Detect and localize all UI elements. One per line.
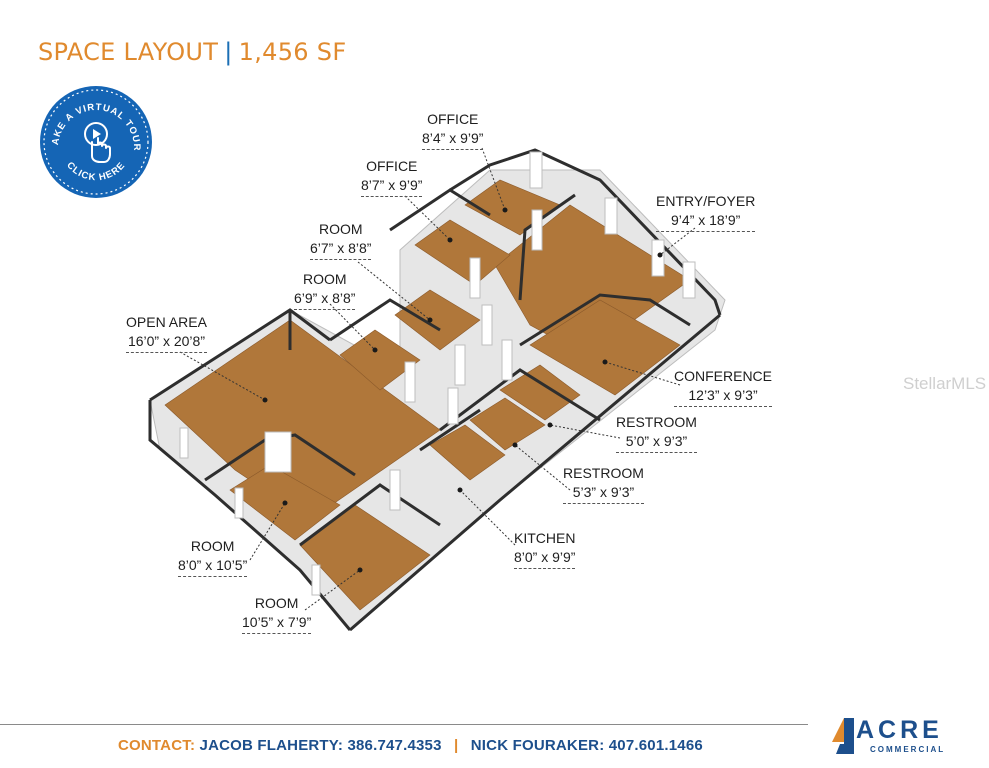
- virtual-tour-badge-graphic: TAKE A VIRTUAL TOUR CLICK HERE: [40, 86, 149, 195]
- label-conference-name: CONFERENCE: [674, 368, 773, 384]
- label-room-1-dim: 6’7” x 8’8”: [310, 239, 372, 260]
- kitchen-floor: [429, 424, 506, 481]
- contact-jacob: JACOB FLAHERTY: 386.747.4353: [199, 737, 442, 754]
- contact-nick: NICK FOURAKER: 407.601.1466: [470, 737, 703, 754]
- room-floor-2: [339, 329, 421, 391]
- label-restroom-1-name: RESTROOM: [616, 414, 697, 430]
- label-restroom-1-dim: 5’0” x 9’3”: [616, 432, 697, 453]
- door-16: [311, 564, 321, 596]
- label-entry-foyer: ENTRY/FOYER 9’4” x 18’9”: [656, 192, 756, 232]
- logo-sub: COMMERCIAL: [870, 745, 946, 754]
- doors: [179, 151, 696, 596]
- floor-areas: [164, 179, 691, 611]
- contact-separator: |: [453, 737, 459, 754]
- door-5: [469, 257, 481, 299]
- door-3: [651, 239, 665, 277]
- door-7: [481, 304, 493, 346]
- title-text: SPACE LAYOUT: [38, 38, 219, 66]
- virtual-tour-button[interactable]: TAKE A VIRTUAL TOUR CLICK HERE: [40, 86, 152, 198]
- page-title: SPACE LAYOUT|1,456 SF: [38, 38, 346, 66]
- logo-name: ACRE: [856, 716, 943, 744]
- door-2: [604, 197, 618, 235]
- title-size: 1,456 SF: [238, 38, 347, 66]
- label-conference: CONFERENCE 12’3” x 9’3”: [674, 367, 773, 407]
- label-room-4: ROOM 10’5” x 7’9”: [242, 594, 312, 634]
- door-14: [179, 427, 189, 459]
- watermark: StellarMLS: [903, 374, 987, 393]
- room-markers: [262, 207, 663, 573]
- label-office-2-dim: 8’7” x 9’9”: [361, 176, 423, 197]
- label-room-4-name: ROOM: [254, 595, 299, 611]
- restroom-floor-2: [469, 397, 546, 451]
- entry-foyer-floor: [494, 204, 691, 356]
- door-15: [234, 487, 244, 519]
- label-entry-foyer-name: ENTRY/FOYER: [656, 193, 756, 209]
- label-office-1: OFFICE 8’4” x 9’9”: [422, 110, 484, 150]
- label-room-2: ROOM 6’9” x 8’8”: [294, 270, 356, 310]
- conference-floor: [529, 299, 681, 396]
- label-entry-foyer-dim: 9’4” x 18’9”: [656, 211, 756, 232]
- label-open-area-dim: 16’0” x 20’8”: [126, 332, 207, 353]
- label-restroom-2: RESTROOM 5’3” x 9’3”: [563, 464, 644, 504]
- label-office-2-name: OFFICE: [366, 158, 418, 174]
- door-10: [501, 339, 513, 381]
- door-12: [264, 431, 292, 473]
- label-room-3-dim: 8’0” x 10’5”: [178, 556, 248, 577]
- contact-label: CONTACT:: [118, 737, 196, 754]
- door-6: [531, 209, 543, 251]
- room-floor-1: [394, 289, 481, 351]
- floor-plan: [148, 147, 726, 632]
- door-9: [454, 344, 466, 386]
- badge-ring: [43, 89, 149, 195]
- office-floor-1: [414, 219, 511, 286]
- door-8: [404, 361, 416, 403]
- leader-lines: [179, 147, 696, 611]
- footer-contact: CONTACT: JACOB FLAHERTY: 386.747.4353 | …: [118, 737, 703, 754]
- door-11: [447, 387, 459, 425]
- label-office-1-dim: 8’4” x 9’9”: [422, 129, 484, 150]
- label-room-1-name: ROOM: [318, 221, 363, 237]
- label-room-3-name: ROOM: [190, 538, 235, 554]
- label-room-2-dim: 6’9” x 8’8”: [294, 289, 356, 310]
- label-conference-dim: 12’3” x 9’3”: [674, 386, 773, 407]
- door-13: [389, 469, 401, 511]
- acre-logo: ACRE COMMERCIAL: [830, 716, 960, 760]
- title-separator: |: [224, 38, 233, 66]
- label-kitchen-dim: 8’0” x 9’9”: [514, 548, 576, 569]
- label-restroom-2-dim: 5’3” x 9’3”: [563, 483, 644, 504]
- label-room-1: ROOM 6’7” x 8’8”: [310, 220, 372, 260]
- door-4: [682, 261, 696, 299]
- label-restroom-1: RESTROOM 5’0” x 9’3”: [616, 413, 697, 453]
- label-room-4-dim: 10’5” x 7’9”: [242, 613, 312, 634]
- label-kitchen-name: KITCHEN: [514, 530, 576, 546]
- footer-divider: [0, 724, 808, 725]
- acre-logo-icon: [832, 718, 854, 754]
- label-restroom-2-name: RESTROOM: [563, 465, 644, 481]
- interior-walls: [148, 148, 722, 632]
- label-open-area: OPEN AREA 16’0” x 20’8”: [126, 313, 207, 353]
- label-kitchen: KITCHEN 8’0” x 9’9”: [514, 529, 576, 569]
- label-office-2: OFFICE 8’7” x 9’9”: [361, 157, 423, 197]
- label-room-2-name: ROOM: [302, 271, 347, 287]
- door-1: [529, 151, 543, 189]
- label-open-area-name: OPEN AREA: [126, 314, 207, 330]
- label-office-1-name: OFFICE: [427, 111, 479, 127]
- open-area-floor: [164, 319, 441, 521]
- label-room-3: ROOM 8’0” x 10’5”: [178, 537, 248, 577]
- hand-pointer-play-icon: [84, 122, 111, 163]
